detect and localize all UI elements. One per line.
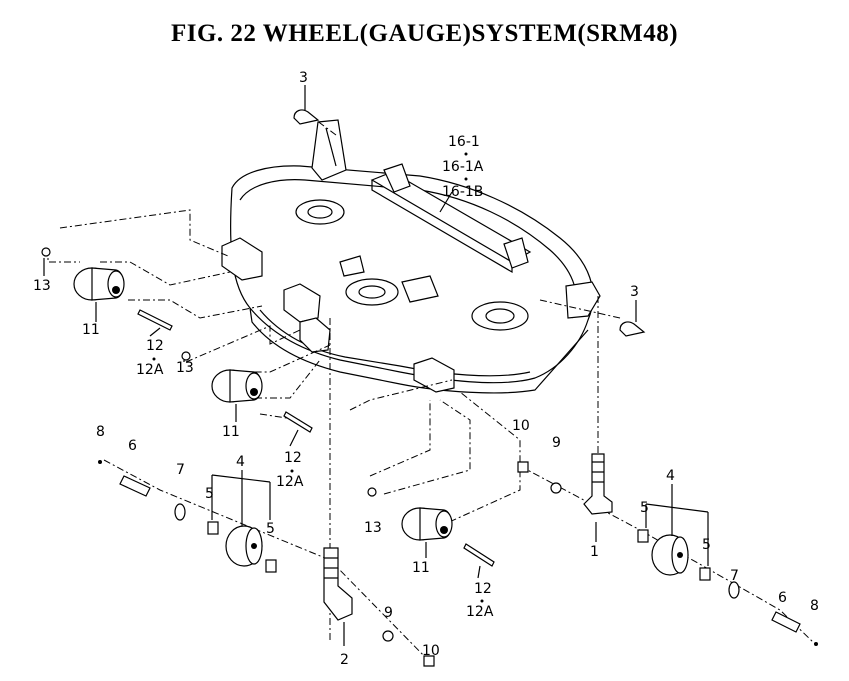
callout-10-a: 10 [512,418,530,434]
callout-13-a: 13 [33,278,51,294]
callout-5-b: 5 [266,521,275,537]
callout-16-1: 16-1 [448,134,480,150]
callout-8-left: 8 [96,424,105,440]
callout-9-a: 9 [552,435,561,451]
callout-6-left: 6 [128,438,137,454]
callout-6-right: 6 [778,590,787,606]
callout-8-right: 8 [810,598,819,614]
caster-wheels [98,460,818,667]
callout-12-b: 12 [284,450,302,466]
callout-12-c: 12 [474,581,492,597]
callout-7-left: 7 [176,462,185,478]
anti-scalp-rollers [41,247,495,567]
callout-5-a: 5 [205,486,214,502]
callout-13-c: 13 [364,520,382,536]
callout-16-1a: 16-1A [442,159,484,175]
callout-1: 1 [590,544,599,560]
callout-11-a: 11 [82,322,100,338]
callout-12a-b: 12A [276,474,304,490]
deck-brackets [221,119,601,393]
callout-5-d: 5 [702,537,711,553]
hair-pin-clips [293,109,646,337]
callout-10-b: 10 [422,643,440,659]
callout-2: 2 [340,652,349,668]
figure-title: FIG. 22 WHEEL(GAUGE)SYSTEM(SRM48) [170,20,679,47]
callout-3-right: 3 [630,284,639,300]
callout-4-left: 4 [236,454,245,470]
callout-12a-a: 12A [136,362,164,378]
deck-support-bar [370,163,532,274]
callout-13-b: 13 [176,360,194,376]
callout-12-a: 12 [146,338,164,354]
callout-5-c: 5 [640,500,649,516]
callout-7-right: 7 [730,568,739,584]
callout-4-right: 4 [666,468,675,484]
callout-labels: 3 3 16-1 16-1A 16-1B 13 13 13 11 11 11 1… [33,70,819,668]
callout-11-c: 11 [412,560,430,576]
caster-arms [323,453,613,621]
callout-12a-c: 12A [466,604,494,620]
callout-3-top: 3 [299,70,308,86]
callout-11-b: 11 [222,424,240,440]
callout-9-b: 9 [384,605,393,621]
leader-lines [43,85,709,646]
callout-16-1b: 16-1B [442,184,483,200]
